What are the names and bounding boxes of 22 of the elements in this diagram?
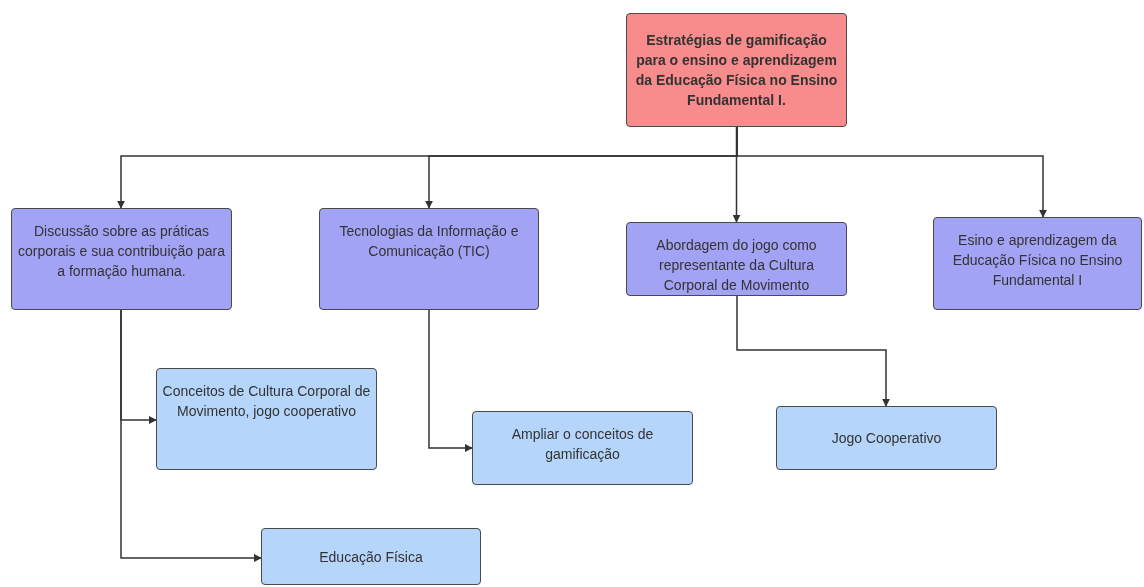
arrow [736, 126, 1047, 218]
process-box [261, 528, 481, 585]
node-text: Ampliar o conceitos de gamificação [510, 425, 655, 464]
node-text: Jogo Cooperativo [831, 429, 942, 448]
process-box [776, 406, 997, 470]
arrow [120, 309, 262, 562]
process-box [156, 368, 377, 470]
process-box [472, 411, 693, 485]
node-text: Educação Física [319, 547, 423, 567]
node-text: Estratégias de gamificação para o ensino e aprendizagem da Educação Física no Ensino Fundamental I. [634, 31, 839, 110]
process-box [626, 222, 847, 296]
process-box [933, 217, 1142, 310]
node-text: Abordagem do jogo como representante da Cultura Corporal de Movimento [655, 236, 818, 295]
process-box [11, 208, 232, 310]
arrow [736, 295, 890, 407]
node-text: Conceitos de Cultura Corporal de Movimento, jogo cooperativo [161, 382, 372, 421]
node-text: Tecnologias da Informação e Comunicação (TIC) [338, 222, 520, 261]
process-box [319, 208, 539, 310]
arrow [428, 309, 473, 452]
node-text: Discussão sobre as práticas corporais e sua contribuição para a formação humana. [17, 222, 226, 281]
title-box [626, 13, 847, 127]
node-text: Esino e aprendizagem da Educação Física no Ensino Fundamental I [951, 231, 1124, 290]
